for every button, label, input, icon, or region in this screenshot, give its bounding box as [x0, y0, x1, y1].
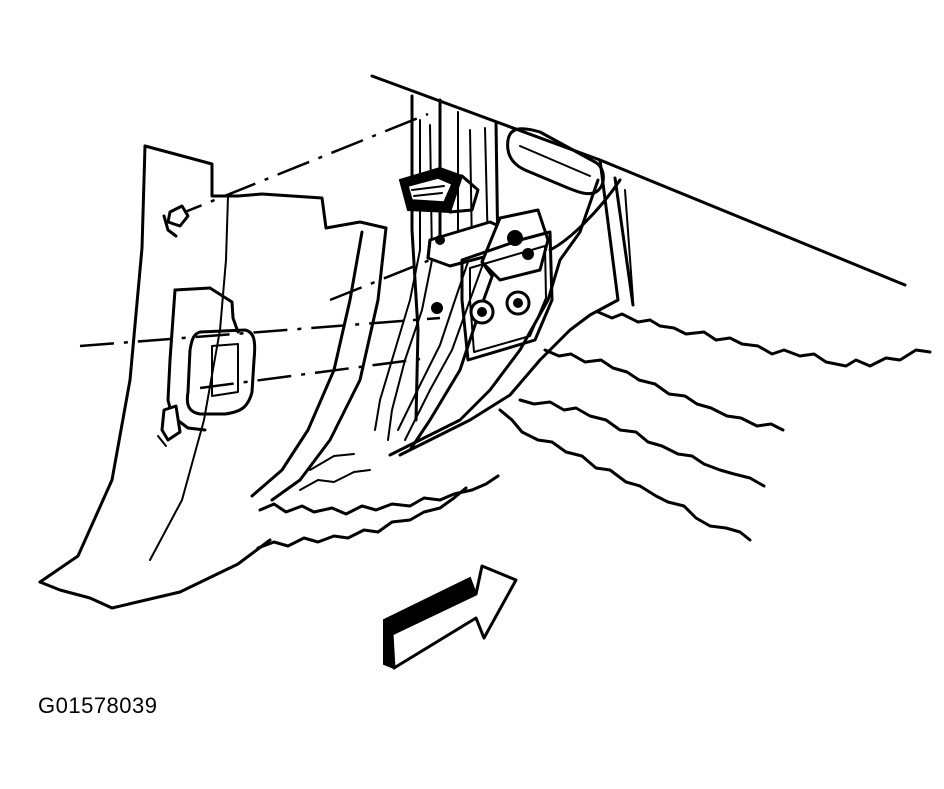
- lock-pillar-trim-panel: [40, 146, 386, 608]
- pillar-grab-slot: [508, 129, 604, 194]
- alignment-lines: [80, 114, 440, 388]
- figure-id-label: G01578039: [38, 693, 158, 718]
- seat-belt-guide: [400, 168, 478, 212]
- floor-break-lines: [258, 312, 930, 548]
- forward-arrow-icon: [384, 566, 516, 668]
- door-striker-assembly: [428, 210, 552, 360]
